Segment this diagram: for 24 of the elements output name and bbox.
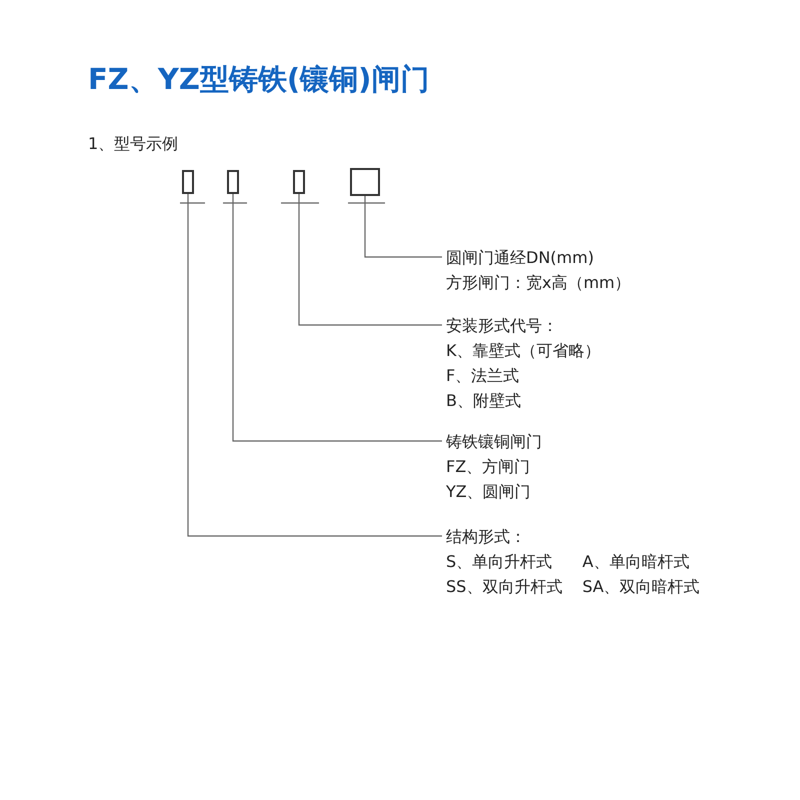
- title: FZ、YZ型铸铁(镶铜)闸门: [88, 61, 430, 98]
- leader-line: [232, 194, 442, 442]
- option-text: S、单向升杆式: [445, 551, 554, 573]
- option-text: 安装形式代号：: [445, 315, 559, 337]
- option-text: 圆闸门通经DN(mm): [445, 247, 595, 269]
- option-text: SS、双向升杆式: [445, 576, 564, 598]
- section-heading: 1、型号示例: [88, 133, 178, 155]
- blank-box: [227, 170, 239, 194]
- option-text: FZ、方闸门: [445, 456, 532, 478]
- leader-line: [187, 194, 442, 537]
- option-text: SA、双向暗杆式: [581, 576, 701, 598]
- option-text: F、法兰式: [445, 365, 520, 387]
- option-text: B、附壁式: [445, 390, 522, 412]
- blank-box: [350, 168, 380, 196]
- option-text: 方形闸门：宽x高（mm）: [445, 272, 632, 294]
- blank-box: [182, 170, 194, 194]
- option-text: A、单向暗杆式: [581, 551, 690, 573]
- option-text: YZ、圆闸门: [445, 481, 532, 503]
- option-text: 铸铁镶铜闸门: [445, 431, 543, 453]
- option-text: K、靠壁式（可省略）: [445, 340, 602, 362]
- leader-line: [298, 194, 442, 326]
- leader-line: [364, 196, 442, 258]
- option-text: 结构形式：: [445, 526, 527, 548]
- blank-box: [293, 170, 305, 194]
